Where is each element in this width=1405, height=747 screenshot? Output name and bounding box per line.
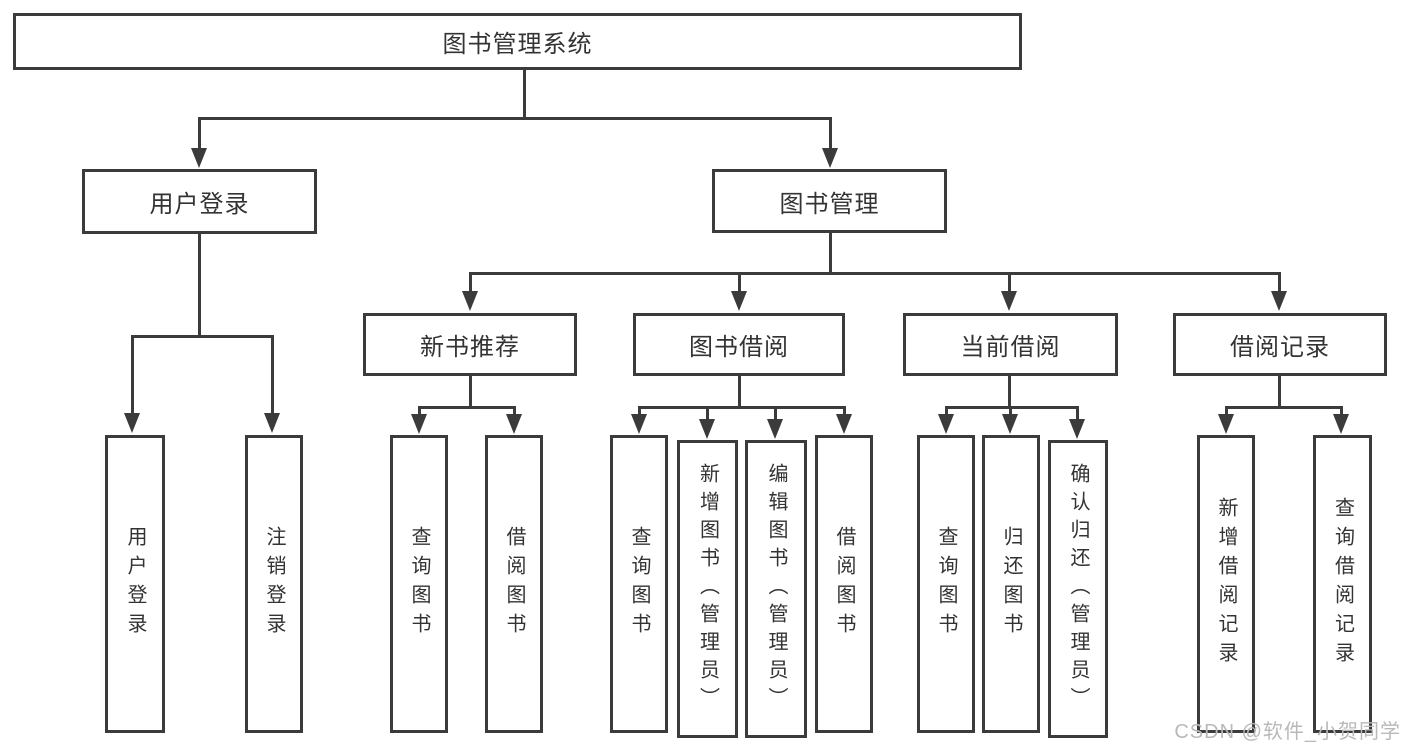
connector-line: [638, 406, 641, 417]
arrow-down-icon: [191, 148, 207, 168]
connector-line: [1008, 375, 1011, 408]
arrow-down-icon: [767, 419, 783, 439]
leaf-query-borrow-record: 查询借阅记录: [1313, 435, 1372, 733]
leaf-return-books: 归还图书: [982, 435, 1040, 733]
node-user-login: 用户登录: [82, 169, 317, 234]
leaf-borrow-books-recommend: 借阅图书: [485, 435, 543, 733]
node-current-borrow: 当前借阅: [903, 313, 1118, 376]
leaf-confirm-return-admin: 确认归还（管理员）: [1048, 440, 1108, 738]
leaf-logout-login: 注销登录: [245, 435, 303, 733]
leaf-edit-books-admin: 编辑图书（管理员）: [745, 440, 807, 738]
leaf-query-books-recommend: 查询图书: [390, 435, 448, 733]
connector-line: [843, 406, 846, 417]
connector-line: [418, 406, 516, 409]
connector-line: [1278, 375, 1281, 408]
arrow-down-icon: [1002, 414, 1018, 434]
leaf-add-borrow-record: 新增借阅记录: [1197, 435, 1255, 733]
connector-line: [945, 406, 948, 417]
connector-line: [706, 406, 709, 421]
connector-line: [418, 406, 421, 417]
connector-line: [774, 406, 777, 421]
connector-line: [738, 272, 741, 295]
leaf-user-login: 用户登录: [105, 435, 165, 733]
connector-line: [829, 117, 832, 150]
connector-line: [829, 232, 832, 274]
arrow-down-icon: [124, 413, 140, 433]
node-book-management: 图书管理: [712, 169, 947, 233]
arrow-down-icon: [1333, 414, 1349, 434]
connector-line: [945, 406, 1079, 409]
connector-line: [1009, 406, 1012, 417]
arrow-down-icon: [631, 414, 647, 434]
node-new-book-recommend: 新书推荐: [363, 313, 577, 376]
arrow-down-icon: [462, 291, 478, 311]
connector-line: [1076, 406, 1079, 421]
leaf-query-books-borrow: 查询图书: [610, 435, 668, 733]
arrow-down-icon: [822, 148, 838, 168]
arrow-down-icon: [1001, 291, 1017, 311]
connector-line: [470, 272, 1281, 275]
connector-line: [198, 117, 201, 150]
leaf-add-books-admin: 新增图书（管理员）: [677, 440, 738, 738]
node-root: 图书管理系统: [13, 13, 1022, 70]
connector-line: [271, 335, 274, 415]
arrow-down-icon: [731, 291, 747, 311]
connector-line: [738, 375, 741, 408]
connector-line: [469, 375, 472, 408]
node-book-borrow: 图书借阅: [633, 313, 845, 376]
connector-line: [638, 406, 846, 409]
arrow-down-icon: [836, 414, 852, 434]
arrow-down-icon: [1069, 419, 1085, 439]
connector-line: [1225, 406, 1228, 417]
connector-line: [1225, 406, 1343, 409]
leaf-query-books-current: 查询图书: [917, 435, 975, 733]
connector-line: [131, 335, 274, 338]
leaf-borrow-books-borrow: 借阅图书: [815, 435, 873, 733]
arrow-down-icon: [411, 414, 427, 434]
arrow-down-icon: [264, 413, 280, 433]
node-borrow-records: 借阅记录: [1173, 313, 1387, 376]
connector-line: [1008, 272, 1011, 295]
arrow-down-icon: [699, 419, 715, 439]
arrow-down-icon: [1271, 291, 1287, 311]
connector-line: [523, 69, 526, 119]
arrow-down-icon: [506, 414, 522, 434]
connector-line: [1278, 272, 1281, 295]
connector-line: [1340, 406, 1343, 417]
connector-line: [469, 272, 472, 295]
arrow-down-icon: [1218, 414, 1234, 434]
connector-line: [513, 406, 516, 417]
connector-line: [131, 335, 134, 415]
watermark: CSDN @软件_小贺同学: [1174, 721, 1401, 743]
connector-line: [198, 117, 832, 120]
arrow-down-icon: [938, 414, 954, 434]
connector-line: [198, 233, 201, 337]
